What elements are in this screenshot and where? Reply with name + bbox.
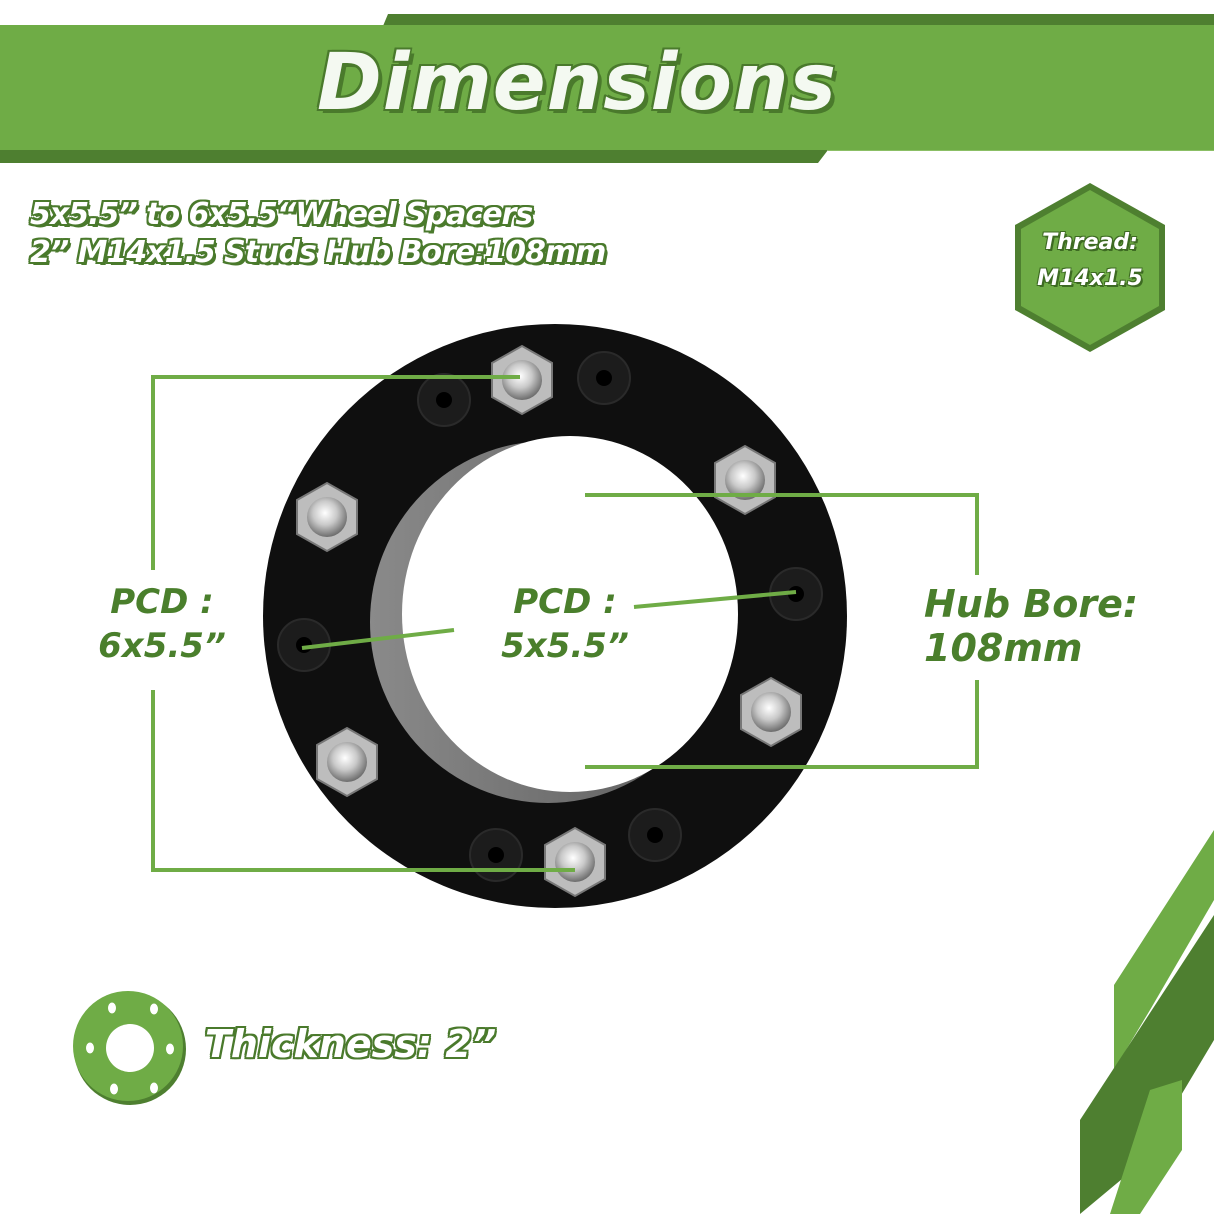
product-subtitle: 5x5.5” to 6x5.5“Wheel Spacers 2” M14x1.5… [30, 196, 606, 272]
pcd-outer-label: PCD : 6x5.5” [92, 580, 232, 668]
thread-badge: Thread: M14x1.5 [1010, 225, 1170, 297]
thickness-label: Thickness: 2” [205, 1022, 497, 1066]
pcd-inner-value: 5x5.5” [501, 626, 629, 666]
thread-value: M14x1.5 [1037, 266, 1143, 291]
mini-spacer-icon [73, 991, 186, 1105]
thread-label: Thread: [1042, 230, 1138, 255]
pcd-inner-title: PCD : [513, 582, 617, 622]
header-banner [0, 14, 1214, 163]
pcd-outer-title: PCD : [110, 582, 214, 622]
pcd-outer-value: 6x5.5” [98, 626, 226, 666]
subtitle-line-1: 5x5.5” to 6x5.5“Wheel Spacers [30, 197, 533, 232]
spacer-product-image [151, 324, 979, 908]
hub-bore-label: Hub Bore: 108mm [924, 582, 1138, 670]
hub-bore-value: 108mm [924, 626, 1083, 670]
hub-bore-title: Hub Bore: [924, 582, 1139, 626]
subtitle-line-2: 2” M14x1.5 Studs Hub Bore:108mm [30, 235, 606, 270]
page-title: Dimensions [316, 37, 838, 130]
thread-hexagon-icon [1015, 183, 1165, 352]
pcd-inner-label: PCD : 5x5.5” [490, 580, 640, 668]
corner-stripe-decoration [1080, 830, 1214, 1214]
